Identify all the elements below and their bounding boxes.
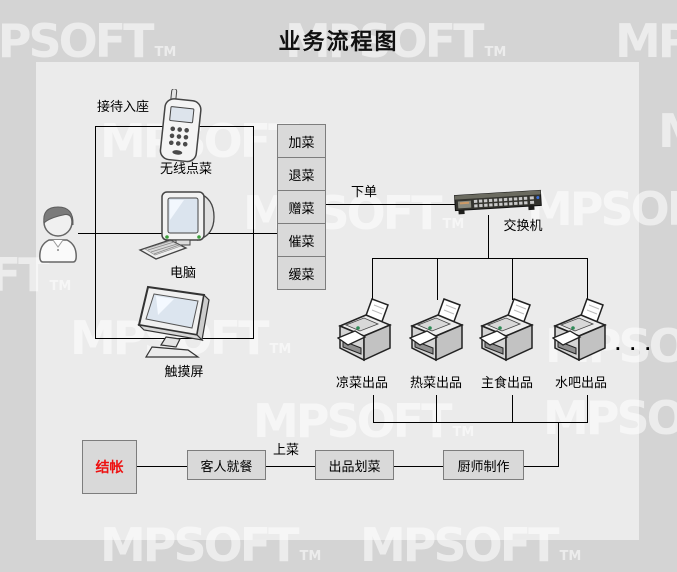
printer-label-water-bar: 水吧出品 [554, 376, 607, 391]
connector-stub-printer-2 [436, 395, 437, 422]
wireless-phone-icon [159, 89, 202, 163]
reception-label: 接待入座 [97, 100, 150, 115]
place-order-label: 下单 [351, 185, 378, 200]
computer-label: 电脑 [169, 266, 196, 281]
printer-label-staple-food: 主食出品 [480, 376, 533, 391]
switch-label: 交换机 [503, 219, 543, 234]
dish-marking-box: 出品划菜 [315, 450, 394, 480]
connector-order-to-switch [326, 204, 466, 205]
printer-water-bar-icon [552, 298, 606, 361]
serve-dish-label: 上菜 [273, 443, 300, 458]
connector-printer-bus [372, 258, 588, 259]
page-title: 业务流程图 [278, 30, 399, 55]
printer-cold-dish-icon [337, 298, 391, 361]
connector-right-vertical [253, 126, 254, 339]
touchscreen-icon [137, 285, 210, 358]
connector-stub-printer-1 [373, 395, 374, 422]
connector-checkout-link [136, 466, 187, 467]
order-op-add-dish: 加菜 [277, 124, 326, 158]
more-printers-ellipsis: · · · [615, 340, 653, 358]
connector-switch-down [488, 215, 489, 259]
wireless-ordering-label: 无线点菜 [159, 162, 212, 177]
connector-drop-printer-3 [512, 258, 513, 300]
connector-drop-printer-2 [437, 258, 438, 300]
touchscreen-label: 触摸屏 [164, 365, 204, 380]
printer-hot-dish-icon [409, 298, 463, 361]
connector-marking-link [393, 466, 443, 467]
printer-staple-food-icon [479, 298, 533, 361]
connector-chef-link [523, 466, 559, 467]
checkout-box: 结帐 [82, 440, 137, 494]
chef-cooking-box: 厨师制作 [443, 450, 524, 480]
guest-person-icon [39, 206, 77, 263]
connector-stub-printer-3 [512, 395, 513, 422]
order-op-return-dish: 退菜 [277, 157, 326, 191]
network-switch-icon [454, 189, 542, 215]
order-op-gift-dish: 赠菜 [277, 190, 326, 224]
connector-drop-printer-4 [587, 258, 588, 300]
computer-icon [138, 191, 215, 260]
connector-stub-printer-4 [587, 395, 588, 422]
connector-bus-to-chef [558, 422, 559, 467]
connector-drop-printer-1 [372, 258, 373, 300]
connector-lower-bus [373, 422, 588, 423]
guest-dining-box: 客人就餐 [187, 450, 266, 480]
connector-left-vertical [95, 126, 96, 339]
order-op-rush-dish: 催菜 [277, 223, 326, 257]
connector-serve-link [265, 466, 315, 467]
printer-label-cold-dish: 凉菜出品 [335, 376, 388, 391]
printer-label-hot-dish: 热菜出品 [409, 376, 462, 391]
order-op-delay-dish: 缓菜 [277, 256, 326, 290]
